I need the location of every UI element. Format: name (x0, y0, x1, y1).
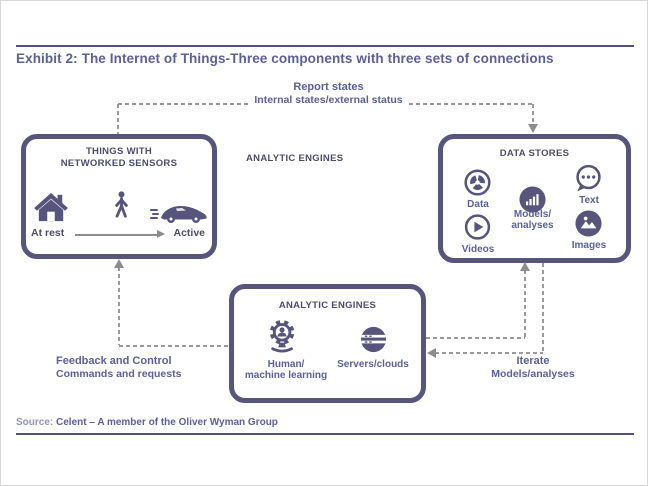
image-icon (574, 209, 603, 238)
things-title-line2: NETWORKED SENSORS (60, 157, 178, 169)
source-label: Source: (16, 417, 54, 428)
feedback-label: Feedback and Control Commands and reques… (56, 355, 181, 381)
human-machine-learning-label: Human/ machine learning (236, 359, 336, 381)
report-states-title: Report states (293, 81, 364, 93)
text-label: Text (579, 195, 599, 206)
iterate-subtitle: Models/analyses (491, 368, 575, 380)
gear-person-icon (267, 319, 299, 355)
speech-bubble-icon (574, 164, 603, 193)
state-active-label: Active (173, 227, 205, 239)
videos-label: Videos (461, 244, 495, 255)
servers-clouds-label: Servers/clouds (337, 359, 409, 370)
iterate-arrowhead-left (427, 348, 436, 358)
sports-car-icon (150, 202, 208, 224)
report-dash-right (409, 103, 533, 105)
iterate-title: Iterate (516, 355, 550, 367)
data-stores-title: DATA STORES (499, 148, 570, 159)
models-analyses-label: Models/ analyses (502, 209, 563, 231)
report-arrowhead-down (528, 124, 538, 133)
things-title-line1: THINGS WITH (85, 146, 153, 157)
human-label-line1: Human/ (267, 359, 305, 370)
play-video-icon (463, 213, 492, 242)
iterate-dash-vertical (542, 263, 544, 353)
top-rule (16, 45, 634, 47)
feedback-dash-vertical (118, 267, 120, 345)
report-states-subtitle: Internal states/external status (254, 94, 403, 106)
house-icon (34, 192, 68, 222)
state-at-rest-label: At rest (31, 227, 65, 239)
human-label-line2: machine learning (244, 370, 328, 381)
feedback-dash-horizontal (119, 345, 229, 347)
to-datastores-dash-vertical (524, 270, 526, 337)
models-label-line1: Models/ (513, 209, 552, 220)
analytic-engines-box: ANALYTIC ENGINES Human/ machine learning (229, 284, 426, 403)
state-arrow-line (75, 234, 157, 236)
iterate-dash-horizontal (435, 352, 543, 354)
page-title: Exhibit 2: The Internet of Things-Three … (16, 51, 554, 66)
data-label: Data (467, 199, 489, 210)
feedback-title: Feedback and Control (56, 355, 172, 367)
report-dash-left (118, 103, 248, 105)
source-text: Celent – A member of the Oliver Wyman Gr… (56, 417, 278, 428)
to-datastores-arrowhead-up (520, 262, 530, 271)
iterate-label: Iterate Models/analyses (473, 355, 593, 381)
analytic-engines-title: ANALYTIC ENGINES (278, 300, 377, 311)
report-dash-vert-right (532, 104, 534, 125)
bottom-rule (16, 433, 634, 435)
data-stores-box: DATA STORES Data Text (438, 134, 631, 263)
things-box-title: THINGS WITH NETWORKED SENSORS (26, 146, 212, 169)
state-arrowhead-right (157, 230, 165, 238)
things-box: THINGS WITH NETWORKED SENSORS (21, 134, 217, 259)
to-datastores-dash-horizontal (426, 337, 525, 339)
report-states-label: Report states Internal states/external s… (231, 81, 426, 107)
floating-analytic-engines-label: ANALYTIC ENGINES (246, 153, 344, 164)
images-label: Images (571, 240, 607, 251)
models-label-line2: analyses (511, 220, 554, 231)
feedback-subtitle: Commands and requests (56, 368, 182, 380)
feedback-arrowhead-up (114, 259, 124, 268)
server-globe-icon (359, 325, 388, 354)
bar-chart-icon (518, 185, 547, 214)
source-line: Source: Celent – A member of the Oliver … (16, 417, 278, 428)
walking-person-icon (112, 191, 131, 219)
pie-chart-icon (463, 168, 492, 197)
report-dash-vert-left (117, 104, 119, 134)
